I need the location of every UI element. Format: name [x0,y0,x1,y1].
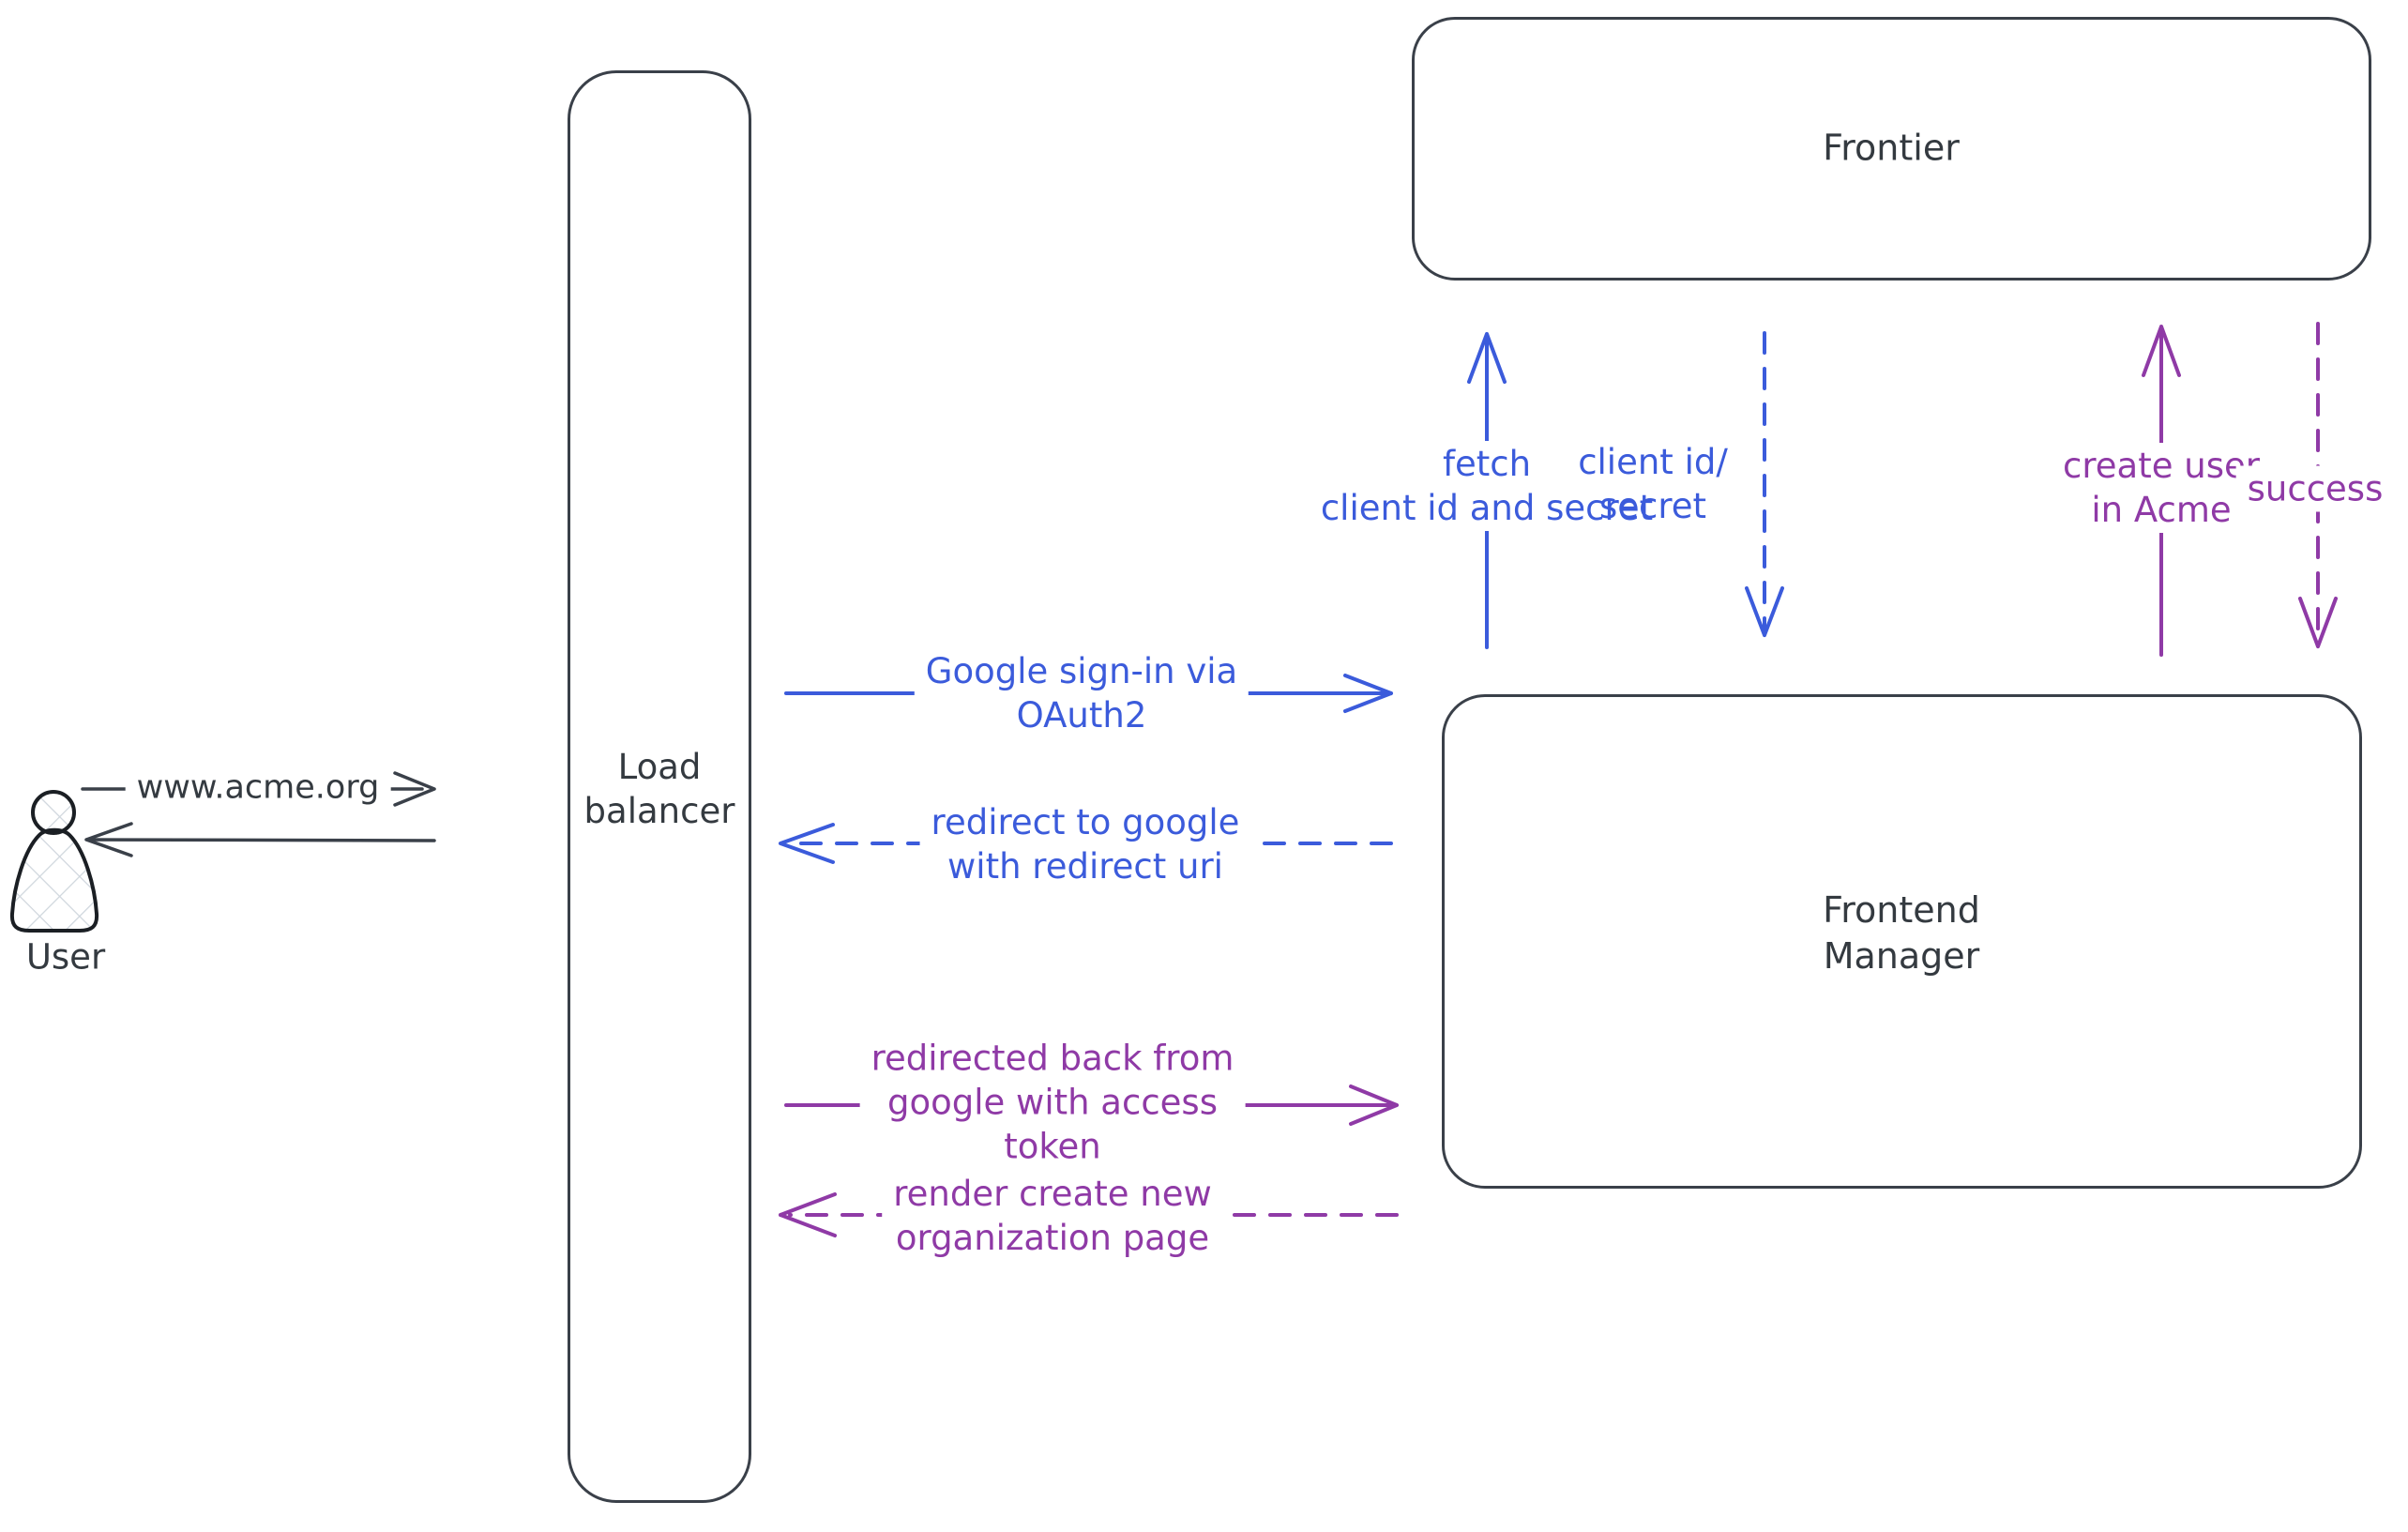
node-frontier [1412,17,2371,281]
node-frontend-manager [1442,694,2362,1189]
node-load-balancer [568,70,751,1503]
label-redirect-google: redirect to google with redirect uri [919,799,1251,889]
label-render-org-page: render create new organization page [882,1171,1223,1261]
label-google-signin: Google sign-in via OAuth2 [914,648,1249,738]
label-www-acme: www.acme.org [125,765,391,812]
load-balancer-label: Load balancer [583,747,735,831]
label-success: success [2235,465,2395,512]
label-client-id-secret: client id/ secret [1578,442,1728,526]
frontend-manager-label: Frontend Manager [1823,889,1980,977]
frontier-label: Frontier [1823,127,1960,169]
label-redirected-back: redirected back from google with access … [859,1035,1246,1170]
user-icon [9,790,99,933]
user-label: User [25,936,106,978]
label-fetch-client: fetch client id and secret [1309,441,1665,531]
label-create-user: create user in Acme [2052,443,2271,533]
arrow-acme-response [84,822,436,857]
arrow-client-id-secret [1745,331,1784,637]
